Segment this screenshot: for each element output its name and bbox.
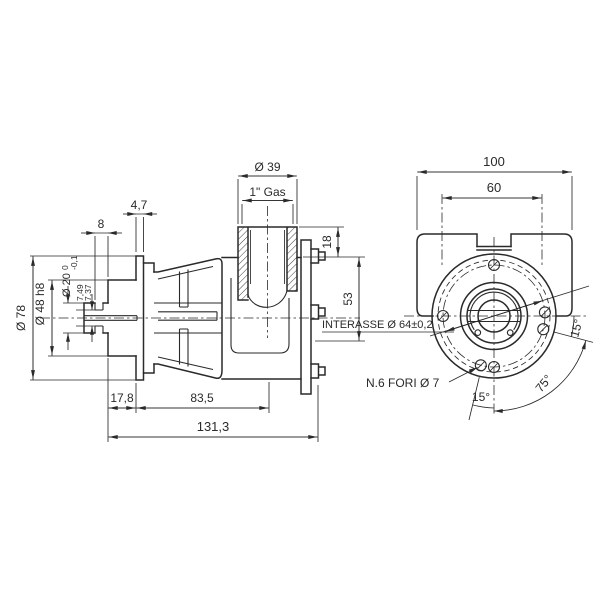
dim-port-spacing: 60	[442, 180, 542, 200]
head-height-label: 53	[341, 292, 355, 306]
body-length-label: 83,5	[190, 391, 214, 405]
shaft-outline	[83, 302, 218, 334]
groove-limit-lower-label: 7,37	[83, 284, 93, 301]
front-view-centerlines	[404, 194, 589, 414]
dim-flange-diameter: Ø 78	[14, 255, 136, 381]
angle-span-arc	[493, 340, 587, 413]
shaft-tol-upper-label: 0	[60, 265, 70, 270]
dim-port-diameter: Ø 39	[237, 160, 298, 224]
flange-diameter-label: Ø 78	[14, 305, 28, 331]
cover-plate-outline	[300, 239, 326, 395]
dim-head-height: 53	[315, 257, 365, 342]
shaft-diameter-label: Ø 20	[61, 273, 73, 297]
angle-dimensions: 15° 15° 75°	[468, 315, 594, 421]
holes-note: N.6 FORI Ø 7	[366, 367, 478, 390]
port-wall-hatch-left	[238, 227, 248, 300]
dim-spigot-diameter: Ø 48 h8	[33, 279, 108, 357]
front-body-outline	[416, 233, 573, 317]
port-height-label: 18	[320, 235, 334, 249]
port-wall-hatch-right	[287, 227, 297, 291]
angle-bottom-label: 15°	[472, 390, 490, 404]
spigot-length-label: 17,8	[110, 391, 134, 405]
pump-head-outline	[221, 226, 302, 380]
bolt-circle-note: INTERASSE Ø 64±0,2	[322, 285, 590, 337]
side-view-centerlines	[40, 206, 360, 338]
dim-bottom-lengths: 17,8 83,5 131,3	[107, 358, 319, 442]
body-width-label: 100	[483, 154, 505, 169]
dim-port-height: 18	[299, 226, 365, 258]
snap-ring	[469, 291, 519, 331]
bolt-circle-note-label: INTERASSE Ø 64±0,2	[322, 319, 433, 331]
mounting-flange-outline	[107, 255, 155, 381]
port-diameter-label: Ø 39	[254, 160, 280, 174]
dim-shaft-diameter: Ø 20 0 -0,1	[60, 255, 84, 350]
groove-offset-label: 8	[98, 217, 105, 231]
dim-port-thread: 1" Gas	[241, 185, 294, 224]
dim-groove-limits: 7,49 7,37	[75, 284, 95, 342]
flange-step-label: 4,7	[131, 198, 148, 212]
front-view: 100 60 INTERASSE Ø 64±0,2 N.6 FORI Ø 7 1…	[322, 154, 594, 421]
dim-body-width: 100	[416, 154, 573, 230]
angle-side-label: 15°	[567, 317, 585, 338]
pump-body-outline	[153, 257, 223, 380]
side-view: Ø 39 1" Gas 4,7 8 Ø 78	[14, 160, 365, 442]
port-thread-label: 1" Gas	[249, 185, 285, 199]
port-spacing-label: 60	[487, 180, 501, 195]
total-length-label: 131,3	[197, 419, 230, 434]
shaft-tol-lower-label: -0,1	[69, 255, 79, 270]
dim-groove-offset: 8	[81, 217, 122, 300]
dim-flange-step: 4,7	[123, 198, 157, 252]
spigot-diameter-label: Ø 48 h8	[33, 282, 47, 325]
groove-limit-upper-label: 7,49	[75, 284, 85, 301]
holes-note-label: N.6 FORI Ø 7	[366, 376, 440, 390]
